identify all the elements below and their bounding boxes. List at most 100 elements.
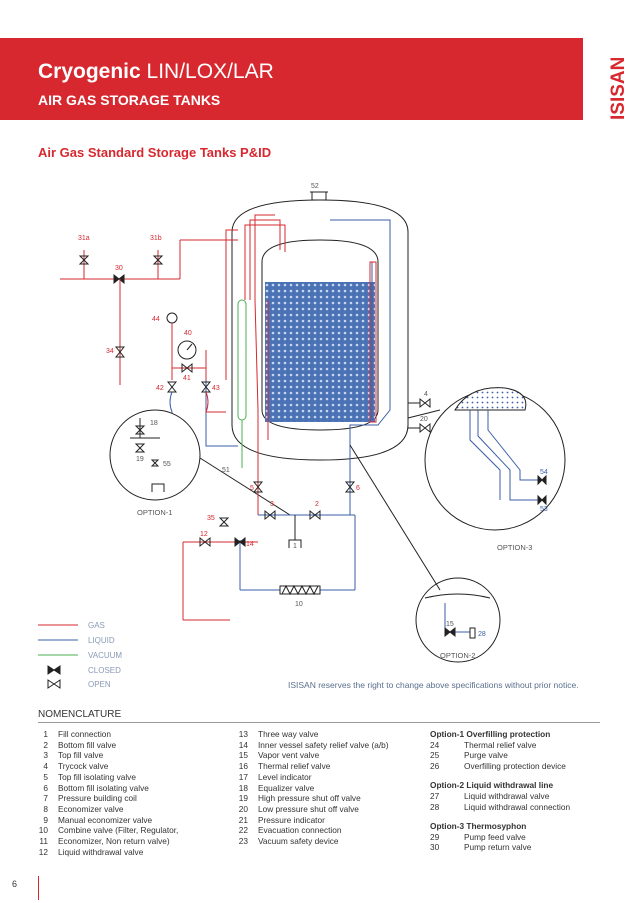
svg-text:1: 1 (293, 543, 297, 550)
svg-text:10: 10 (295, 601, 303, 608)
pid-diagram: 52 51 4 20 31a 31b 30 34 44 40 41 42 43 (38, 183, 566, 689)
nomenclature-title: NOMENCLATURE (38, 709, 122, 720)
valve-2 (309, 509, 321, 521)
svg-text:53: 53 (540, 506, 548, 513)
svg-text:OPTION-2: OPTION-2 (440, 651, 475, 660)
svg-text:19: 19 (136, 456, 144, 463)
svg-text:CLOSED: CLOSED (88, 666, 121, 675)
pressure-gauge-44 (166, 312, 178, 324)
vacuum-connection (311, 191, 327, 201)
valve-34 (114, 346, 126, 358)
brand-logo: ISISAN (608, 57, 629, 120)
svg-text:30: 30 (115, 265, 123, 272)
svg-text:6: 6 (356, 485, 360, 492)
page-subtitle: AIR GAS STORAGE TANKS (38, 92, 221, 108)
fill-connection (288, 539, 302, 548)
svg-text:52: 52 (311, 183, 319, 190)
svg-text:20: 20 (420, 416, 428, 423)
svg-text:4: 4 (424, 391, 428, 398)
svg-text:34: 34 (106, 348, 114, 355)
svg-text:OPTION-3: OPTION-3 (497, 543, 532, 552)
svg-text:5: 5 (250, 485, 254, 492)
option-1-detail (109, 409, 201, 501)
option-group-title: Option-1 Overfilling protection (430, 729, 551, 739)
level-indicator (237, 299, 247, 421)
valve-4 (419, 397, 431, 409)
valve-20 (419, 422, 431, 434)
valve-14 (234, 536, 246, 548)
svg-text:35: 35 (207, 515, 215, 522)
svg-text:VACUUM: VACUUM (88, 651, 122, 660)
valve-31b (152, 255, 164, 265)
page-title: Cryogenic LIN/LOX/LAR (38, 60, 274, 83)
svg-text:LIQUID: LIQUID (88, 636, 115, 645)
notice-text: ISISAN reserves the right to change abov… (288, 680, 579, 690)
svg-text:42: 42 (156, 385, 164, 392)
svg-text:12: 12 (200, 531, 208, 538)
section-title: Air Gas Standard Storage Tanks P&ID (38, 145, 272, 160)
svg-text:54: 54 (540, 469, 548, 476)
page-number: 6 (12, 879, 18, 889)
svg-text:OPTION-1: OPTION-1 (137, 508, 172, 517)
valve-3 (264, 509, 276, 521)
svg-text:40: 40 (184, 330, 192, 337)
svg-text:GAS: GAS (88, 621, 105, 630)
svg-text:OPEN: OPEN (88, 680, 111, 689)
svg-text:43: 43 (212, 385, 220, 392)
svg-text:51: 51 (222, 467, 230, 474)
liquid-line-right (330, 219, 391, 440)
valve-30 (113, 273, 125, 285)
valve-43 (200, 381, 212, 393)
svg-text:31a: 31a (78, 235, 90, 242)
svg-text:2: 2 (315, 501, 319, 508)
svg-text:44: 44 (152, 316, 160, 323)
header-banner: Cryogenic LIN/LOX/LAR AIR GAS STORAGE TA… (0, 38, 583, 120)
valve-6 (344, 481, 356, 493)
legend-open-valve (47, 679, 61, 689)
option-2-detail (415, 577, 501, 663)
valve-42 (166, 381, 178, 393)
gas-line-outer (225, 229, 238, 380)
svg-text:18: 18 (150, 420, 158, 427)
legend-closed-valve (47, 665, 61, 675)
svg-text:55: 55 (163, 461, 171, 468)
valve-41 (181, 362, 193, 374)
svg-text:14: 14 (246, 541, 254, 548)
svg-text:15: 15 (446, 621, 454, 628)
valve-53 (537, 494, 547, 506)
valve-31a (78, 255, 90, 265)
valve-35 (218, 517, 230, 527)
brand-text: ISISAN (608, 57, 629, 120)
gas-line-inner (244, 224, 286, 300)
